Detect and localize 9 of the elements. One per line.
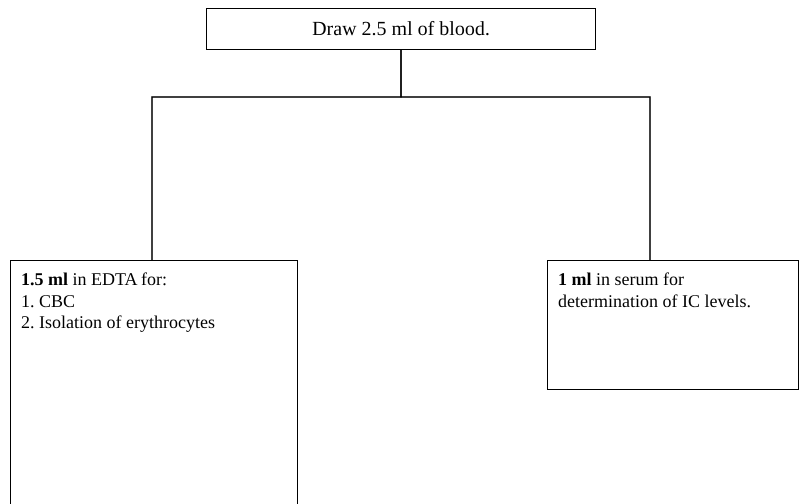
process-box [206, 8, 596, 50]
box-text: Draw 2.5 ml of blood. [312, 17, 490, 41]
box-text: 1 ml in serum for determination of IC levels. [558, 269, 752, 312]
box-text: 1.5 ml in EDTA for: [21, 269, 168, 291]
process-box [547, 260, 799, 390]
box-text: 2. Isolation of erythrocytes [21, 312, 215, 334]
box-text: 1. CBC [21, 290, 76, 312]
process-box [10, 260, 298, 504]
connector-line [400, 50, 651, 260]
